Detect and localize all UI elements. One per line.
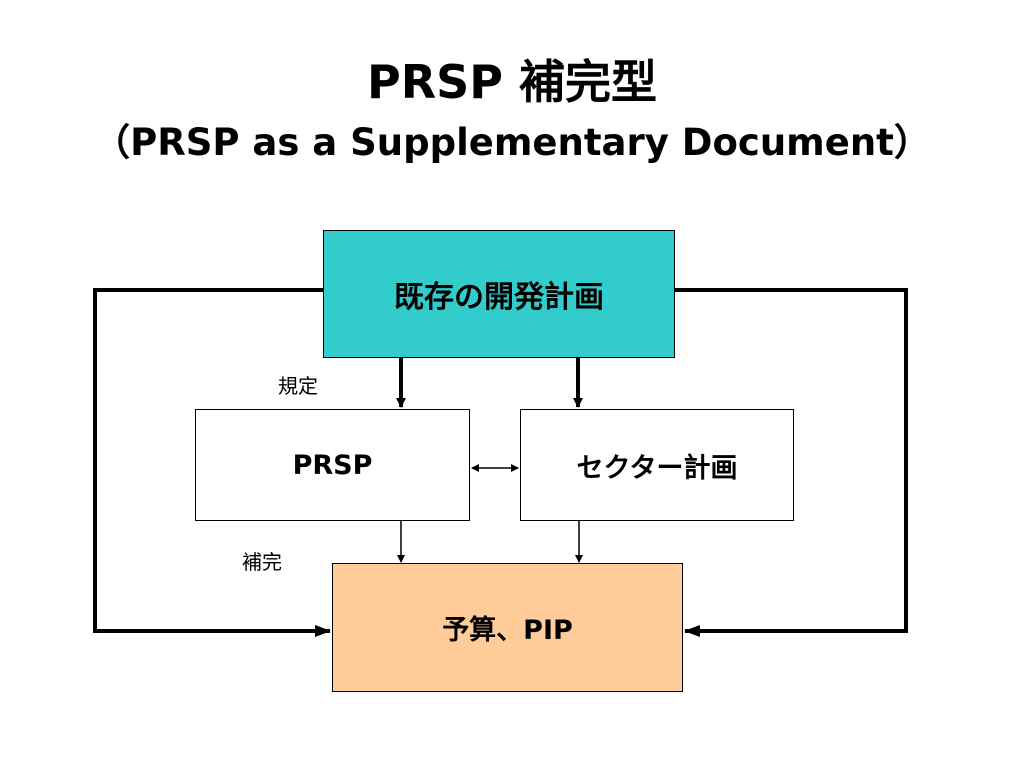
node-budget-pip: 予算、PIP (332, 563, 683, 692)
page-title: PRSP 補完型 (367, 55, 657, 109)
node-prsp-label: PRSP (292, 449, 373, 481)
page-subtitle: （PRSP as a Supplementary Document） (93, 121, 931, 164)
node-existing-plan-label: 既存の開発計画 (394, 280, 604, 315)
node-sector-plan-label: セクター計画 (576, 452, 738, 484)
node-budget-pip-label: 予算、PIP (442, 615, 573, 646)
edge-label-regulates: 規定 (278, 374, 318, 398)
edge-existing-to-budget-left (93, 288, 331, 637)
edge-existing-to-budget-right (675, 288, 908, 637)
edge-label-supplements: 補完 (242, 550, 282, 574)
node-existing-plan: 既存の開発計画 (323, 230, 675, 358)
node-prsp: PRSP (195, 409, 470, 521)
node-sector-plan: セクター計画 (520, 409, 794, 521)
